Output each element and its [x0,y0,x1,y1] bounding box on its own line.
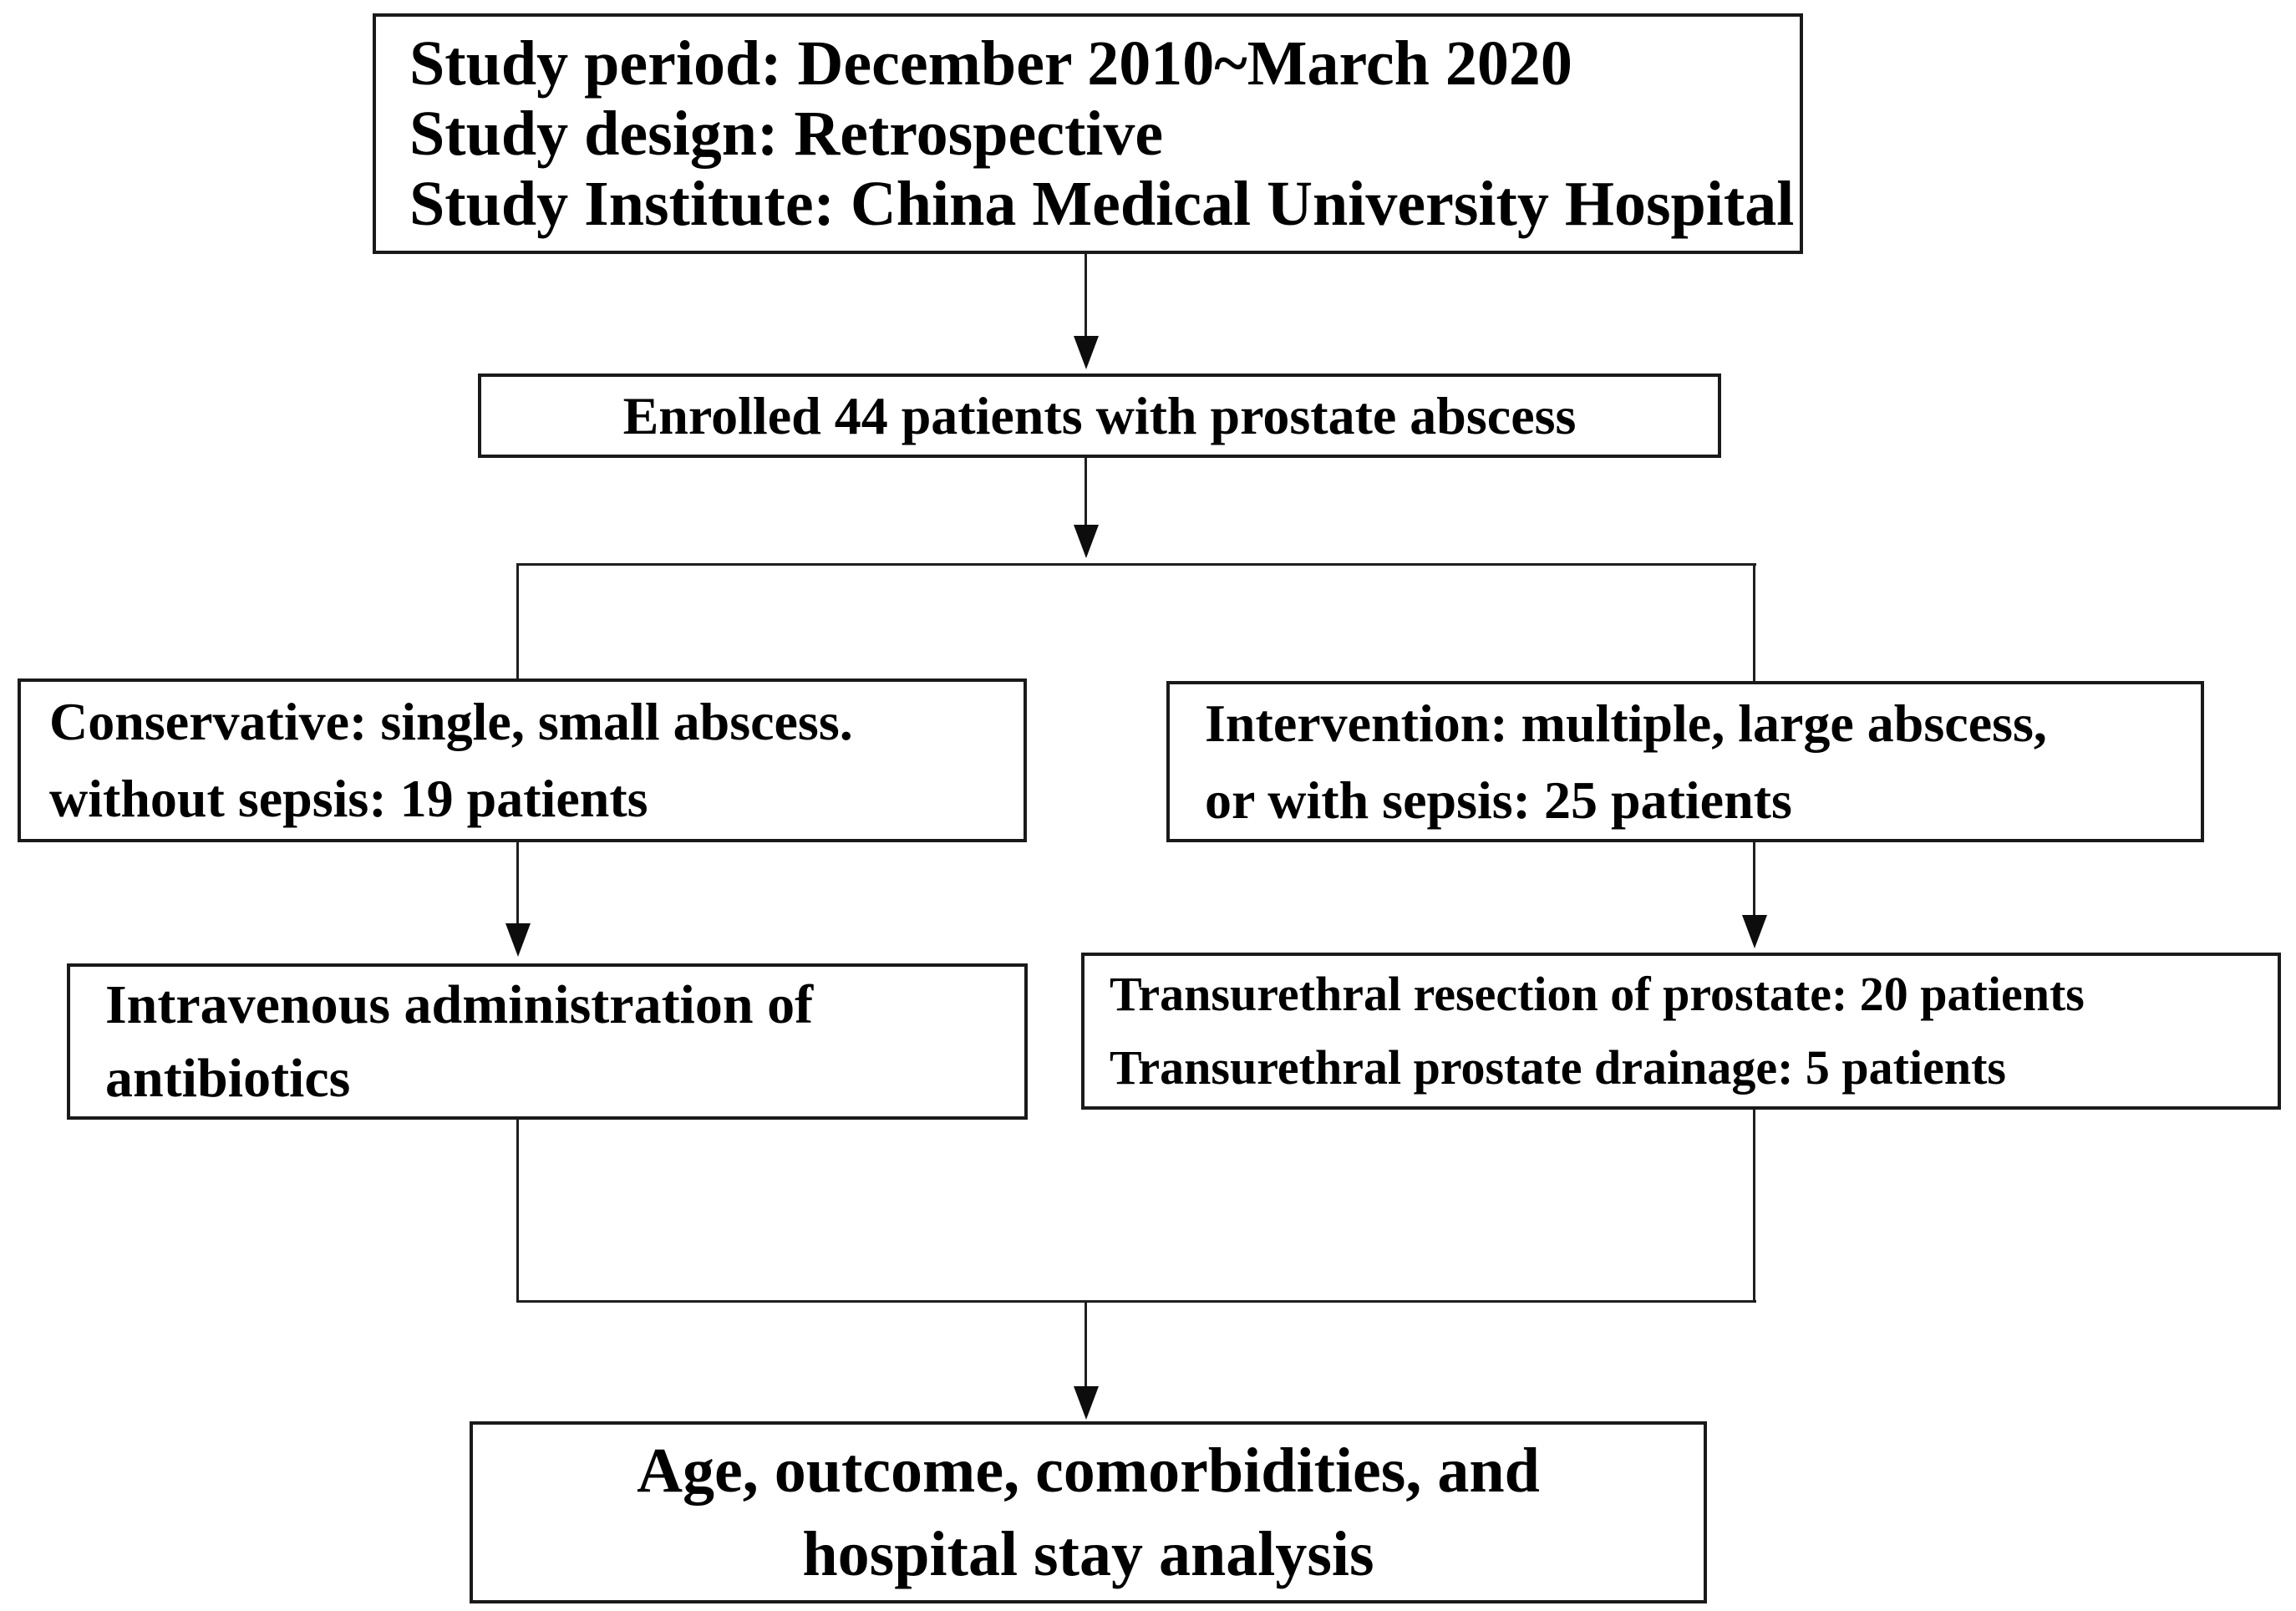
node-intravenous-antibiotics: Intravenous administration of antibiotic… [67,963,1028,1120]
connector-enrolled-split-line [1085,458,1087,528]
intravenous-line-1: Intravenous administration of [105,973,814,1035]
conservative-line-2: without sepsis: 19 patients [49,769,648,828]
transurethral-line-2: Transurethral prostate drainage: 5 patie… [1110,1040,2006,1095]
branch-split-left-line [516,563,519,678]
conservative-line-1: Conservative: single, small abscess. [49,692,853,751]
arrowhead-down-icon [1074,1386,1099,1420]
node-study-info: Study period: December 2010~March 2020 S… [373,13,1803,254]
node-intervention: Intervention: multiple, large abscess, o… [1166,681,2204,842]
branch-split-horizontal-line [516,563,1756,566]
connector-study-enrolled-line [1085,254,1087,338]
study-design-line: Study design: Retrospective [409,99,1164,169]
connector-merge-analysis-line [1085,1303,1087,1388]
intervention-line-1: Intervention: multiple, large abscess, [1205,693,2047,753]
arrowhead-down-icon [1074,525,1099,558]
enrolled-line: Enrolled 44 patients with prostate absce… [622,385,1577,445]
node-transurethral-procedures: Transurethral resection of prostate: 20 … [1081,953,2281,1110]
branch-merge-horizontal-line [516,1300,1756,1303]
arrowhead-down-icon [505,923,531,957]
arrowhead-down-icon [1742,915,1767,948]
node-analysis: Age, outcome, comorbidities, and hospita… [470,1421,1707,1603]
connector-intervention-turp-line [1753,842,1755,917]
branch-merge-right-line [1753,1110,1755,1303]
study-institute-line: Study Institute: China Medical Universit… [409,169,1795,239]
node-conservative: Conservative: single, small abscess. wit… [18,678,1027,842]
transurethral-line-1: Transurethral resection of prostate: 20 … [1110,967,2085,1021]
connector-conservative-iv-line [516,842,519,926]
branch-split-right-line [1753,563,1755,681]
node-enrolled: Enrolled 44 patients with prostate absce… [478,374,1721,458]
analysis-line-1: Age, outcome, comorbidities, and [637,1436,1540,1506]
intervention-line-2: or with sepsis: 25 patients [1205,770,1792,830]
analysis-line-2: hospital stay analysis [802,1519,1374,1589]
branch-merge-left-line [516,1120,519,1303]
study-period-line: Study period: December 2010~March 2020 [409,28,1572,99]
arrowhead-down-icon [1074,336,1099,369]
intravenous-line-2: antibiotics [105,1047,351,1109]
